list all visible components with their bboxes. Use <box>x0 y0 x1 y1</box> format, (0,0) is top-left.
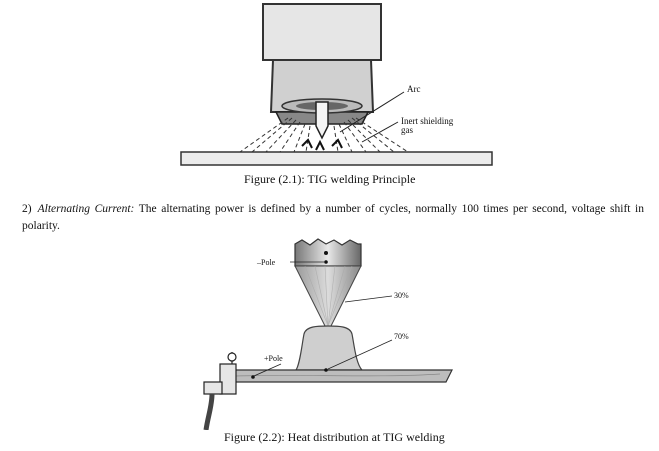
paragraph-body: The alternating power is defined by a nu… <box>22 203 645 232</box>
ground-clamp <box>203 352 237 395</box>
label-negative-pole: –Pole <box>256 258 276 267</box>
arc-cone <box>294 265 362 329</box>
figure-2-1-caption: Figure (2.1): TIG welding Principle <box>244 172 416 186</box>
label-gas: gas <box>401 125 413 135</box>
term-alternating-current: Alternating Current: <box>37 203 135 215</box>
weld-bead <box>294 325 364 371</box>
workpiece-plate <box>180 151 493 166</box>
label-70-percent: 70% <box>394 332 409 341</box>
figure-tig-principle: Arc Inert shielding gas <box>180 3 493 166</box>
shielding-gas-streams <box>239 117 409 153</box>
arc-sparks <box>301 138 343 151</box>
alternating-current-paragraph: 2) Alternating Current: The alternating p… <box>22 201 644 235</box>
figure-2-2-caption: Figure (2.2): Heat distribution at TIG w… <box>224 430 445 444</box>
label-positive-pole: +Pole <box>264 354 283 363</box>
list-number: 2) <box>22 203 32 215</box>
figure-heat-distribution: –Pole +Pole 30% 70% <box>203 238 453 430</box>
label-arc: Arc <box>407 84 421 94</box>
label-inert-shielding: Inert shielding <box>401 116 454 126</box>
label-30-percent: 30% <box>394 291 409 300</box>
torch-body <box>262 3 382 61</box>
ground-cable <box>203 393 215 430</box>
tungsten-electrode <box>315 101 329 140</box>
torch-collet <box>269 59 375 113</box>
